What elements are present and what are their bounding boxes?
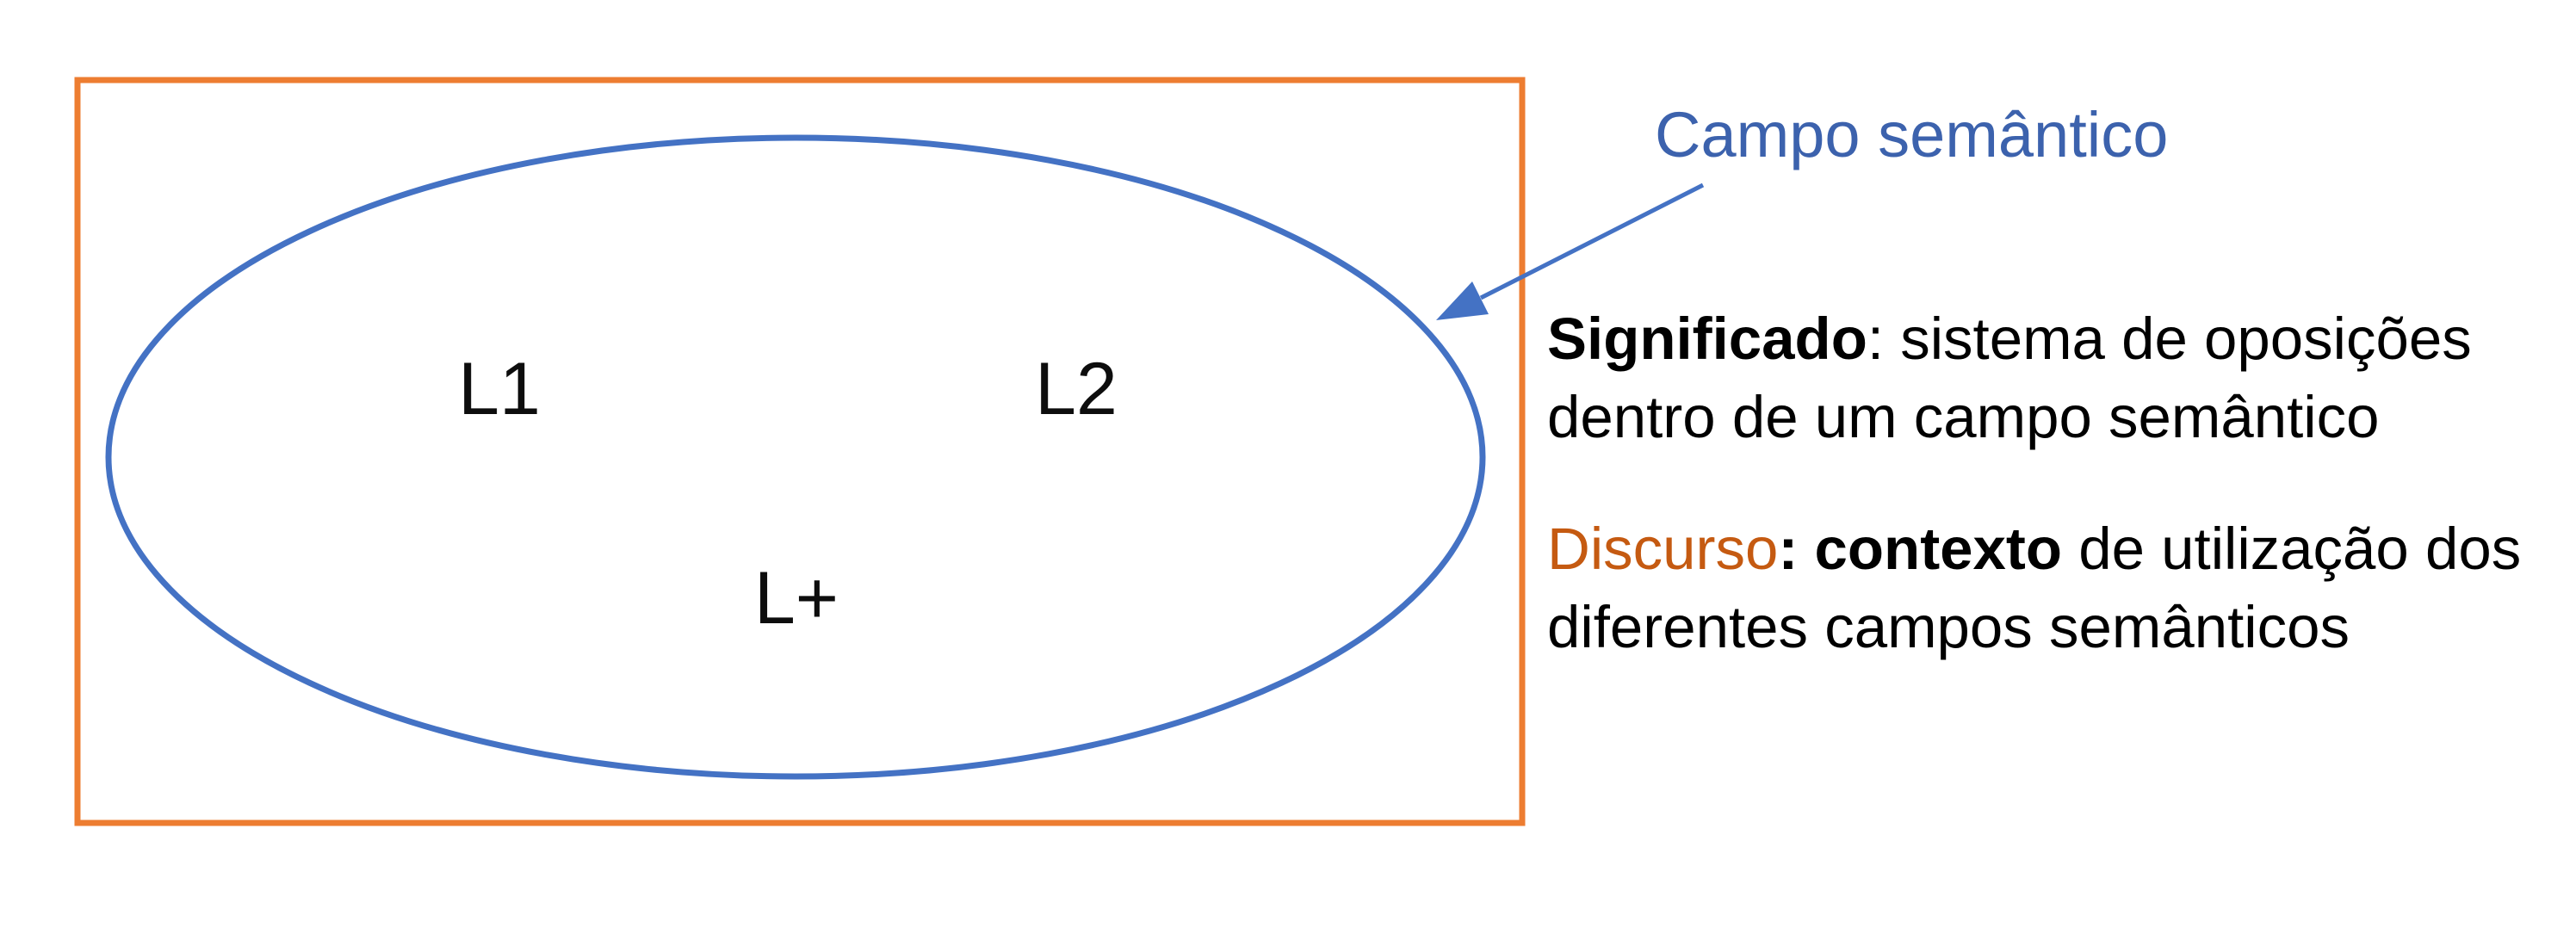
significado-definition-text: : sistema de oposições dentro de um camp… <box>1547 306 2472 451</box>
ellipse-label-lplus: L+ <box>753 557 839 640</box>
annotation-arrow-line <box>1479 182 1705 300</box>
definitions-block: Significado: sistema de oposições dentro… <box>1547 300 2576 720</box>
discurso-term: Discurso <box>1547 516 1779 583</box>
discurso-definition: Discurso: contexto de utilização dos dif… <box>1547 510 2576 666</box>
campo-semantico-callout-label: Campo semântico <box>1655 99 2169 170</box>
significado-term: Significado <box>1547 306 1867 372</box>
discurso-bold-text: : contexto <box>1778 516 2063 583</box>
annotation-arrowhead-icon <box>1436 281 1489 320</box>
ellipse-label-l2: L2 <box>1035 348 1118 430</box>
ellipse-label-l1: L1 <box>458 348 541 430</box>
discourse-rectangle <box>74 77 1526 826</box>
semantic-field-ellipse <box>105 134 1486 780</box>
significado-definition: Significado: sistema de oposições dentro… <box>1547 300 2576 456</box>
discurso-definition-text: de utilização dos diferentes campos semâ… <box>1547 516 2522 661</box>
